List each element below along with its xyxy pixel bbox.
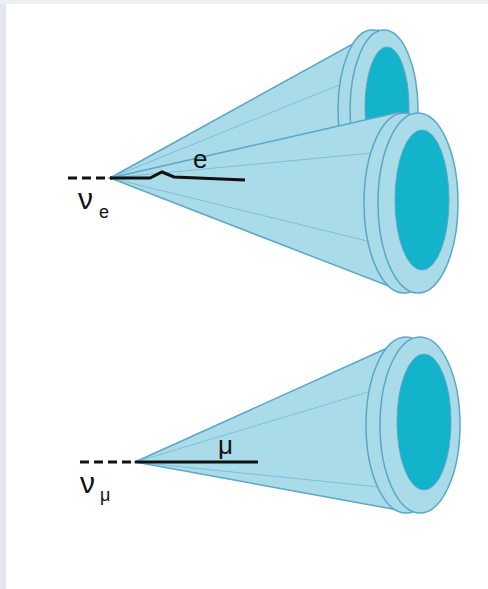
electron-track bbox=[110, 172, 245, 180]
flavor-subscript: e bbox=[99, 203, 109, 221]
electron-label: e bbox=[193, 146, 207, 172]
neutrino-symbol: ν bbox=[80, 468, 95, 498]
electron-cone-front bbox=[110, 112, 458, 293]
muon-track bbox=[135, 461, 258, 464]
muon-cone bbox=[135, 337, 460, 513]
flavor-subscript: μ bbox=[100, 486, 110, 504]
frame-edge bbox=[0, 0, 6, 589]
neutrino-symbol: ν bbox=[78, 184, 93, 214]
frame-edge bbox=[0, 0, 488, 4]
neutrino-track bbox=[68, 177, 112, 180]
muon-label: μ bbox=[218, 432, 233, 458]
neutrino-track bbox=[80, 461, 136, 464]
